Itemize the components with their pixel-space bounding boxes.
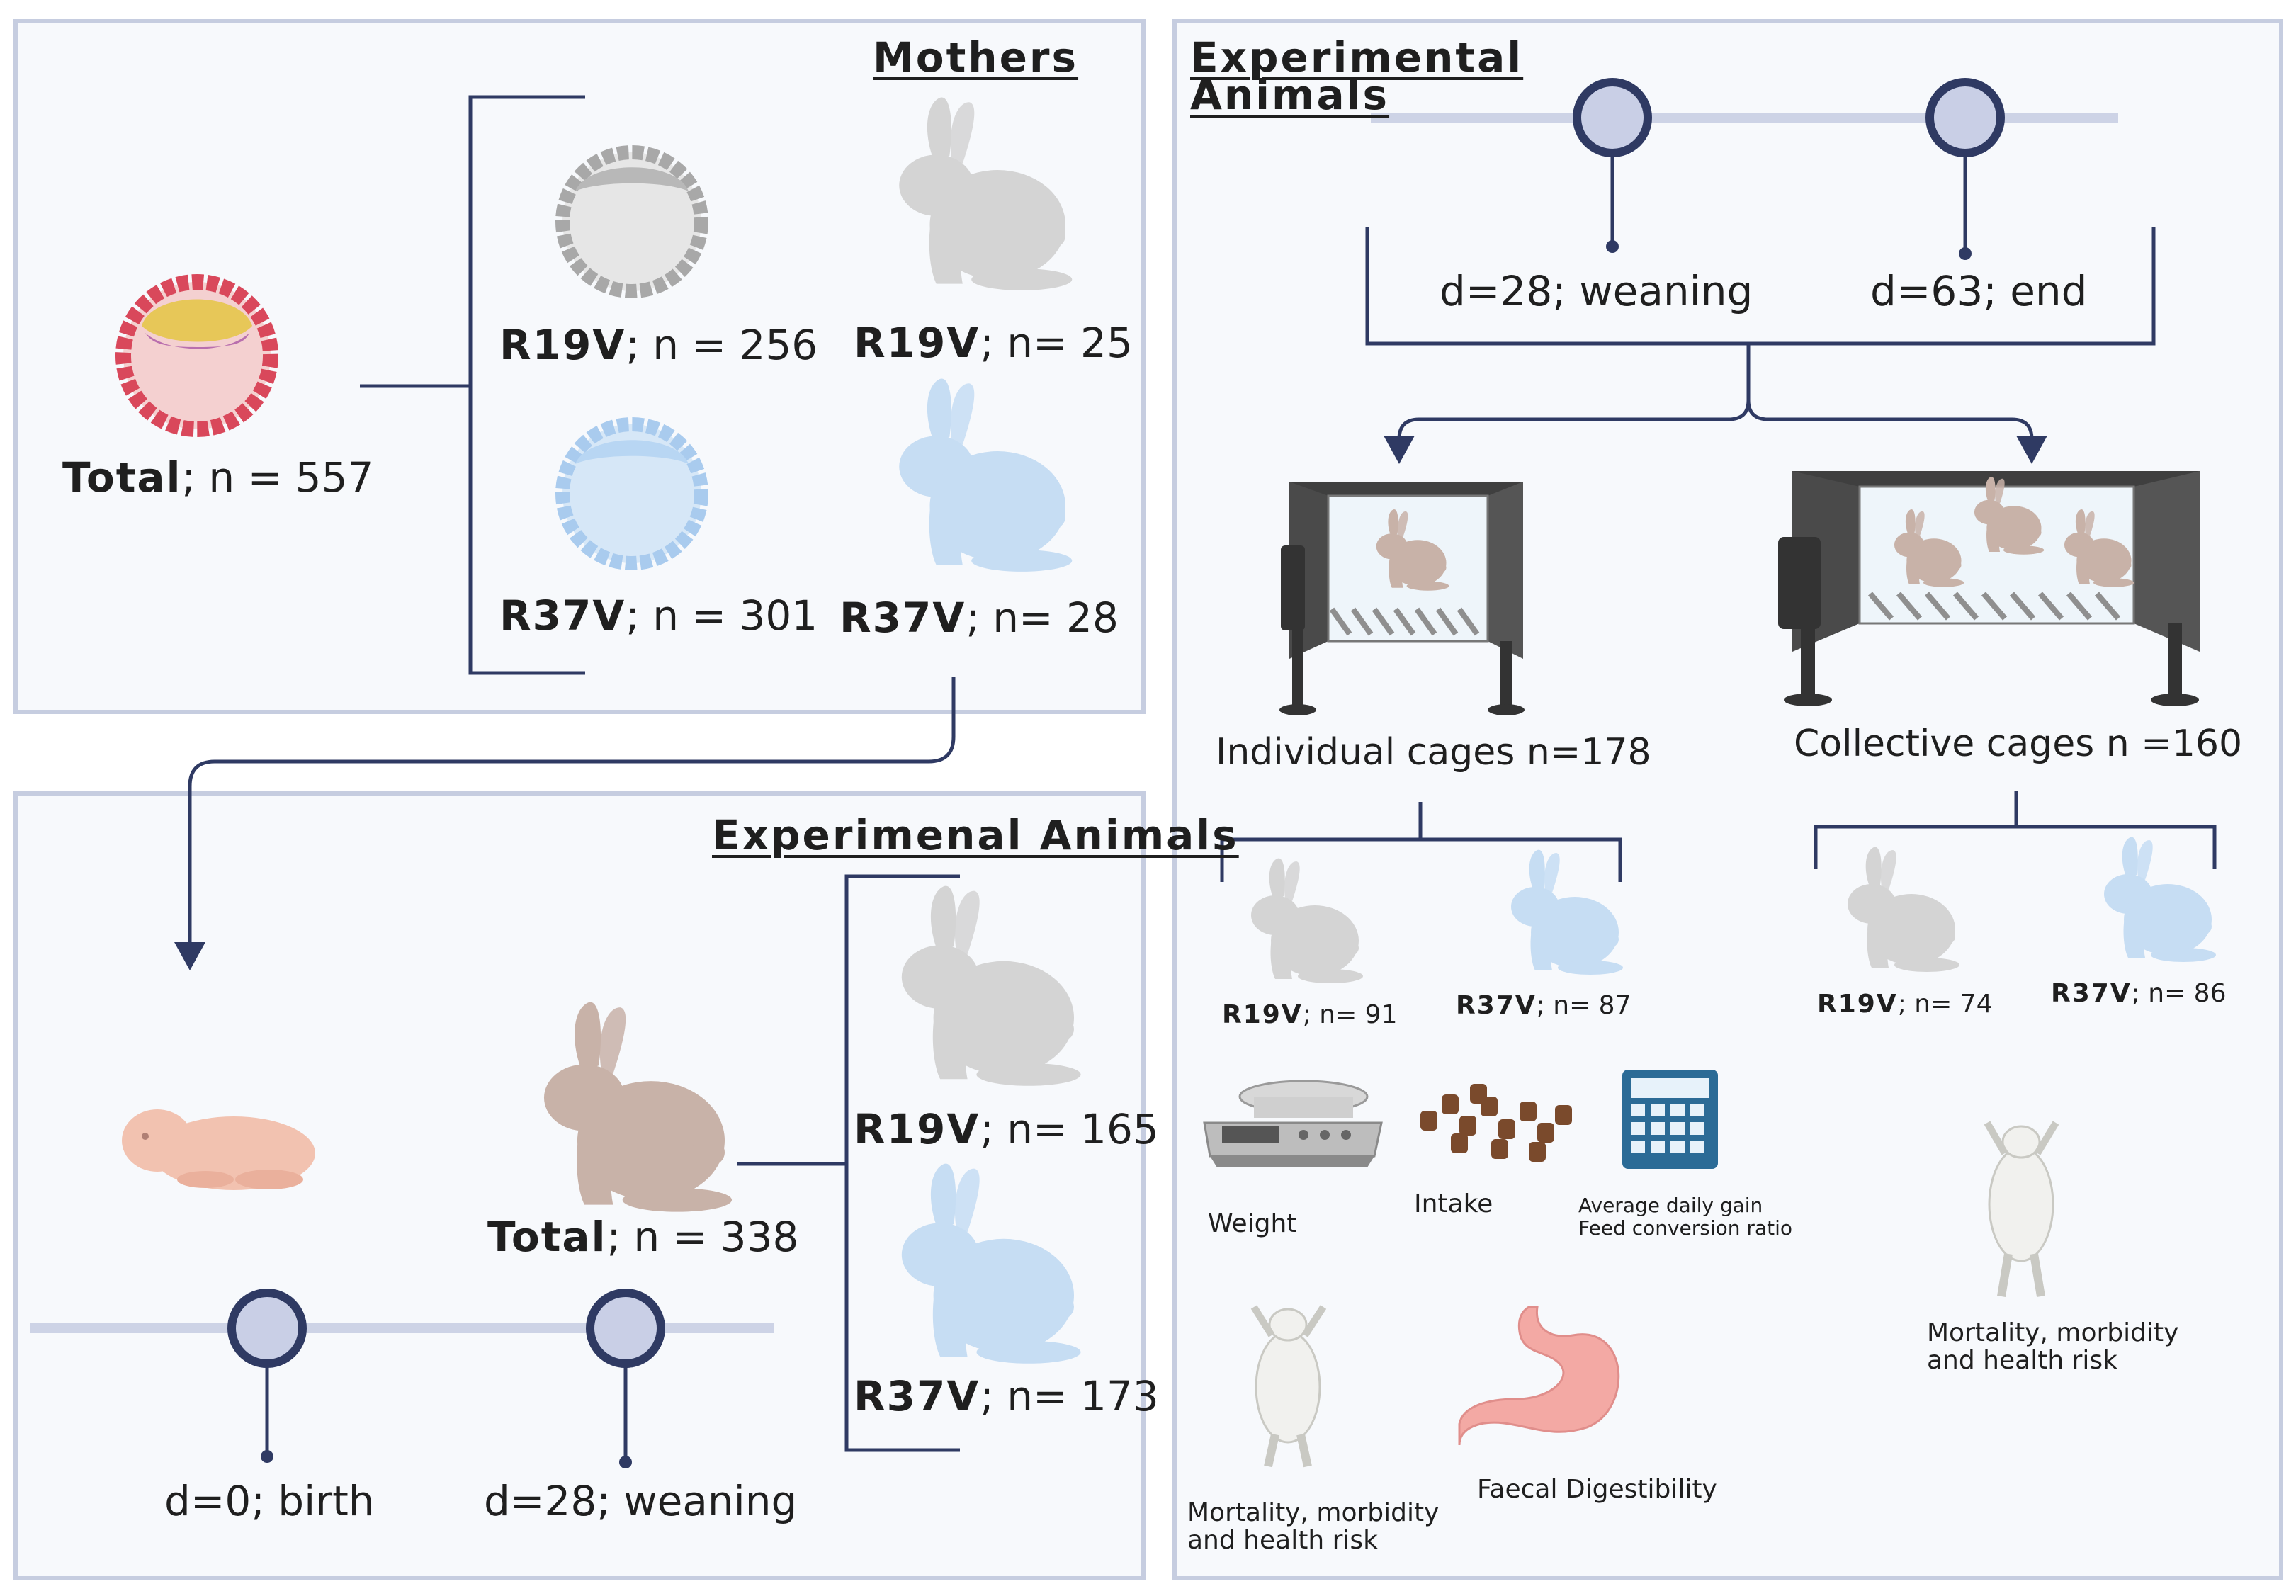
collective-r19v-label: R19V; n= 74 xyxy=(1817,990,1993,1019)
individual-r37v-label: R37V; n= 87 xyxy=(1456,991,1631,1020)
total-embryos-label: Total; n = 557 xyxy=(62,453,374,502)
birth-panel-heading: Experimenal Animals xyxy=(712,811,1239,859)
cage-icon xyxy=(1279,482,1525,715)
collective-r37v-label: R37V; n= 86 xyxy=(2051,979,2227,1008)
stomach-icon xyxy=(1458,1306,1620,1446)
blastocyst-icon xyxy=(555,145,708,298)
fattening-heading-line1: Experimental xyxy=(1190,33,1524,81)
arrow-head xyxy=(2016,436,2047,464)
fattening-heading-line2: Animals xyxy=(1190,71,1390,119)
birth-timeline xyxy=(30,1289,774,1468)
embryo-r37v-label: R37V; n = 301 xyxy=(499,592,818,640)
fattening-bracket xyxy=(1365,227,2156,440)
timeline-birth-label: d=0; birth xyxy=(164,1477,375,1525)
collective-mortality-label-line1: Mortality, morbidity xyxy=(1927,1318,2179,1347)
scale-icon xyxy=(1203,1080,1383,1167)
timeline-end-label: d=63; end xyxy=(1870,267,2088,315)
weight-label: Weight xyxy=(1208,1209,1297,1238)
rabbit-carcass-icon xyxy=(1984,1121,2059,1297)
birth-r37v-label: R37V; n= 173 xyxy=(854,1372,1159,1420)
fattening-panel xyxy=(1172,19,2283,1580)
collective-bracket xyxy=(1814,791,2217,869)
doe-r37v-label: R37V; n= 28 xyxy=(839,594,1119,642)
mothers-bracket xyxy=(360,95,585,675)
arrow-head xyxy=(174,942,205,970)
digestibility-label: Faecal Digestibility xyxy=(1477,1475,1717,1504)
collective-cages-title: Collective cages n =160 xyxy=(1794,723,2243,765)
adg-label: Average daily gain xyxy=(1578,1194,1763,1217)
doe-r19v-label: R19V; n= 25 xyxy=(854,319,1133,367)
mortality-label-line2: and health risk xyxy=(1187,1526,1378,1555)
fcr-label: Feed conversion ratio xyxy=(1578,1216,1792,1240)
connector-arrow xyxy=(188,677,956,946)
blastocyst-icon xyxy=(555,417,708,570)
individual-bracket xyxy=(1220,802,1622,882)
blastocyst-icon xyxy=(115,274,278,437)
mortality-label-line1: Mortality, morbidity xyxy=(1187,1498,1440,1527)
pellets-icon xyxy=(1420,1084,1572,1162)
individual-r19v-label: R19V; n= 91 xyxy=(1222,1000,1398,1029)
collective-mortality-label-line2: and health risk xyxy=(1927,1346,2117,1375)
mothers-heading: Mothers xyxy=(873,33,1079,81)
timeline-weaning-label: d=28; weaning xyxy=(1440,267,1753,315)
cage-icon xyxy=(1778,471,2200,706)
arrow-head xyxy=(1384,436,1415,464)
individual-cages-title: Individual cages n=178 xyxy=(1216,731,1651,774)
fattening-timeline xyxy=(1371,78,2118,260)
birth-r19v-label: R19V; n= 165 xyxy=(854,1105,1159,1153)
newborn-kit-icon xyxy=(122,1109,315,1190)
calculator-icon xyxy=(1622,1070,1718,1169)
birth-total-label: Total; n = 338 xyxy=(487,1213,799,1261)
embryo-r19v-label: R19V; n = 256 xyxy=(499,321,818,369)
rabbit-carcass-icon xyxy=(1250,1305,1327,1468)
intake-label: Intake xyxy=(1414,1189,1493,1218)
timeline-weaning-label: d=28; weaning xyxy=(484,1477,798,1525)
birth-bracket xyxy=(737,874,960,1452)
